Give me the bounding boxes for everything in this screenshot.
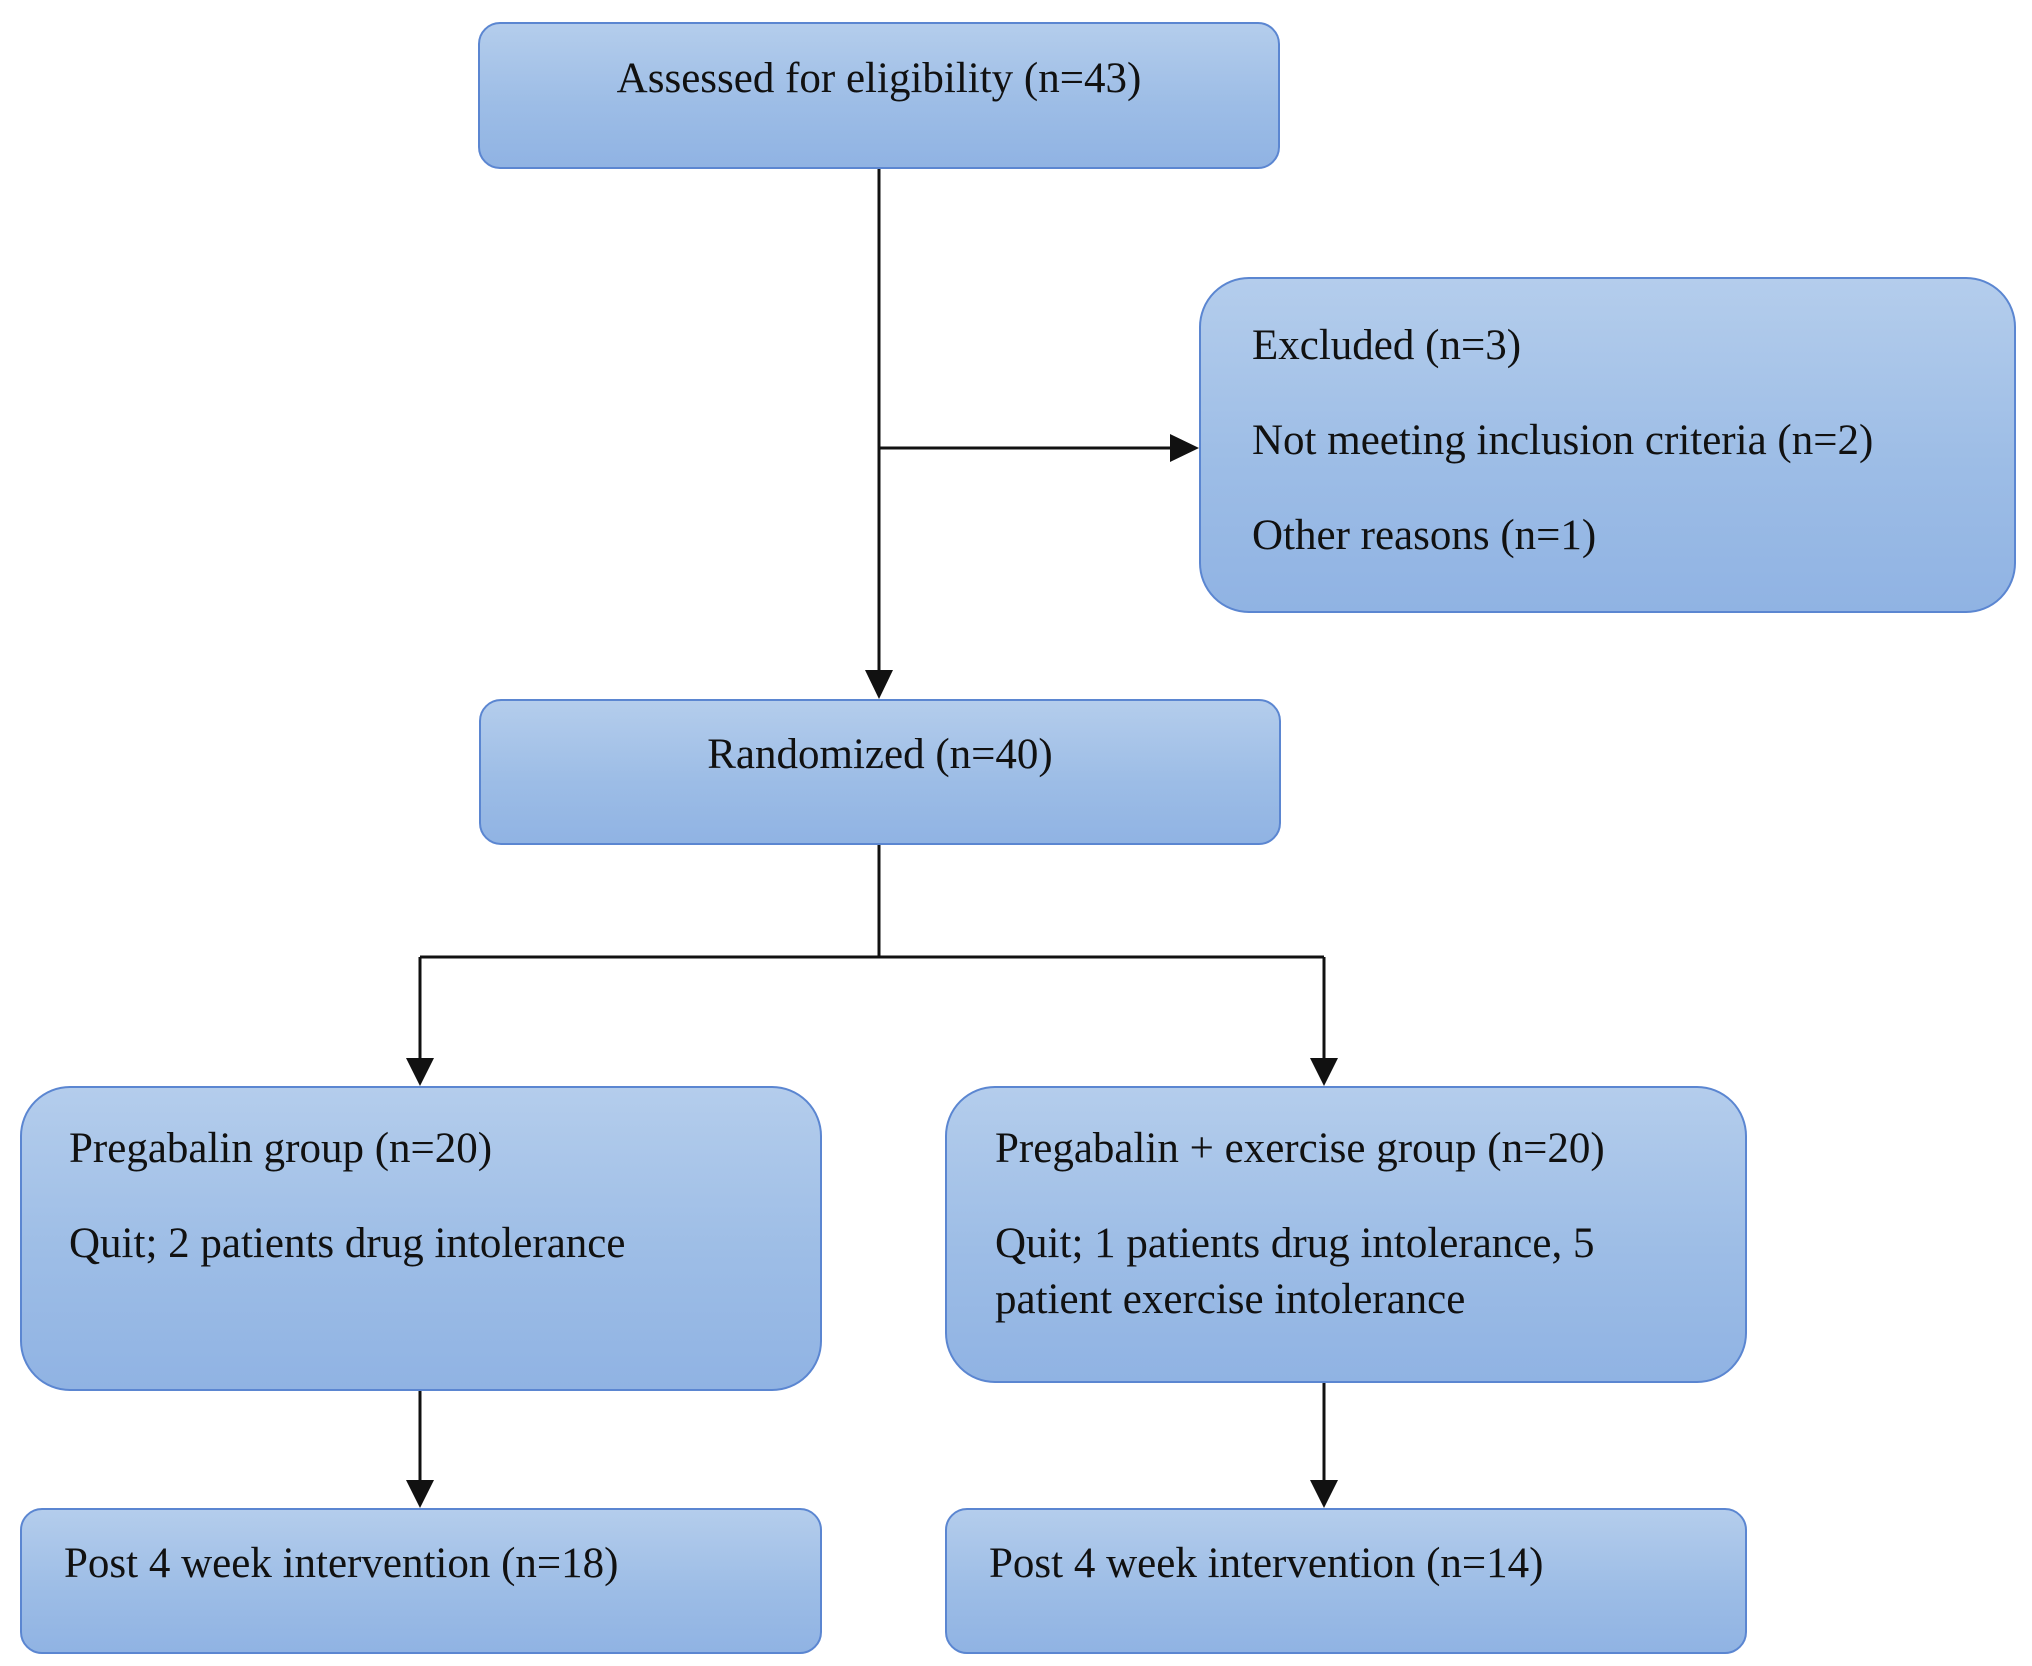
pregabalin-exercise-group-box: Pregabalin + exercise group (n=20) Quit;… xyxy=(945,1086,1747,1383)
assessed-label: Assessed for eligibility (n=43) xyxy=(616,55,1142,102)
excluded-box: Excluded (n=3) Not meeting inclusion cri… xyxy=(1199,277,2016,613)
post-intervention-pregabalin-label: Post 4 week intervention (n=18) xyxy=(64,1540,619,1587)
pregabalin-group-title: Pregabalin group (n=20) xyxy=(69,1125,493,1172)
pregabalin-group-box: Pregabalin group (n=20) Quit; 2 patients… xyxy=(20,1086,822,1391)
pregabalin-exercise-group-quit-line2: patient exercise intolerance xyxy=(995,1276,1466,1323)
excluded-reason-other: Other reasons (n=1) xyxy=(1252,512,1597,559)
arrowhead-excluded xyxy=(1170,434,1199,462)
arrowhead-pregabalin-exercise xyxy=(1310,1058,1338,1086)
assessed-box: Assessed for eligibility (n=43) xyxy=(478,22,1280,169)
arrowhead-post-exercise xyxy=(1310,1480,1338,1508)
post-intervention-exercise-label: Post 4 week intervention (n=14) xyxy=(989,1540,1544,1587)
arrowhead-post-pregabalin xyxy=(406,1480,434,1508)
randomized-label: Randomized (n=40) xyxy=(707,731,1053,778)
randomized-box: Randomized (n=40) xyxy=(479,699,1281,845)
excluded-reason-inclusion: Not meeting inclusion criteria (n=2) xyxy=(1252,417,1874,464)
pregabalin-exercise-group-title: Pregabalin + exercise group (n=20) xyxy=(995,1125,1605,1172)
pregabalin-exercise-group-quit-line1: Quit; 1 patients drug intolerance, 5 xyxy=(995,1220,1595,1267)
post-intervention-exercise-box: Post 4 week intervention (n=14) xyxy=(945,1508,1747,1654)
excluded-title: Excluded (n=3) xyxy=(1252,322,1522,369)
pregabalin-group-quit: Quit; 2 patients drug intolerance xyxy=(69,1220,626,1267)
post-intervention-pregabalin-box: Post 4 week intervention (n=18) xyxy=(20,1508,822,1654)
arrowhead-randomized xyxy=(865,670,893,699)
arrowhead-pregabalin xyxy=(406,1058,434,1086)
